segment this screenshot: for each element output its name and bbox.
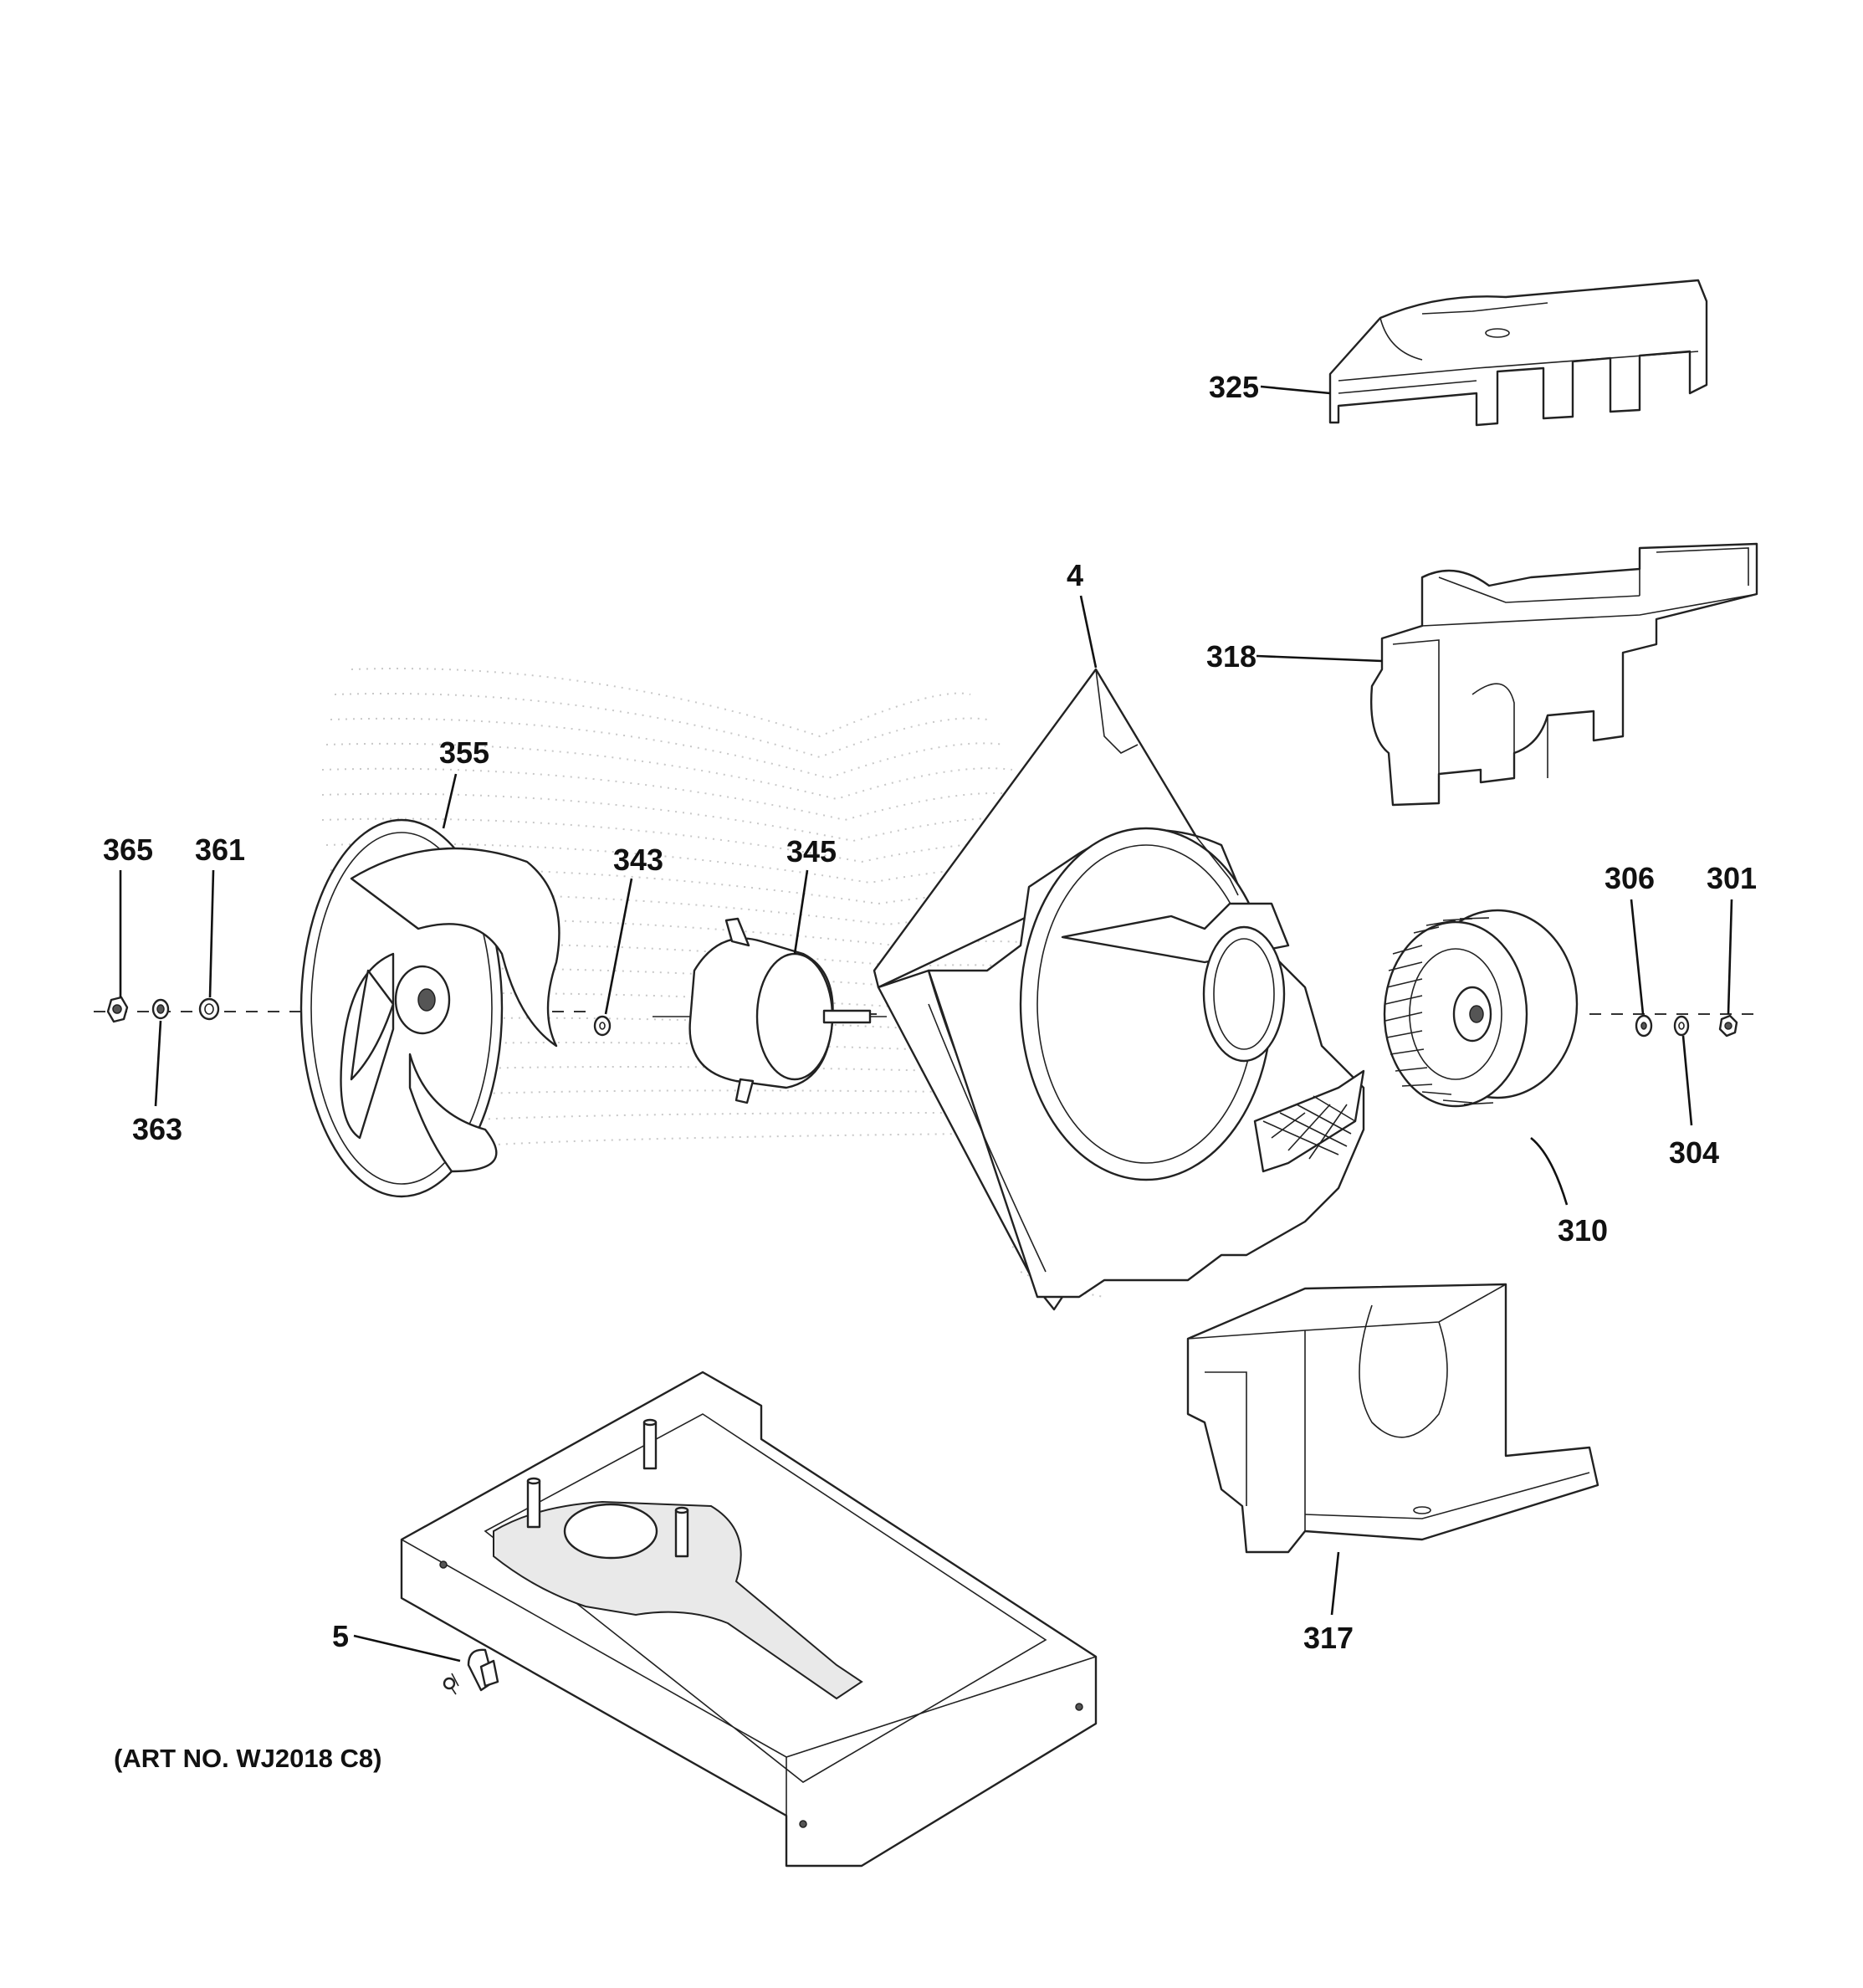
- callout-301: 301: [1707, 861, 1757, 895]
- callout-365: 365: [103, 833, 153, 867]
- base-pan: [400, 1371, 1098, 1868]
- part-318-scroll: [1370, 542, 1758, 807]
- hardware-right: [1635, 1014, 1738, 1038]
- hardware-left: [106, 996, 220, 1023]
- callout-306: 306: [1605, 861, 1655, 895]
- part-361-washer: [198, 997, 220, 1021]
- callout-325: 325: [1209, 370, 1259, 404]
- callout-318: 318: [1206, 639, 1257, 674]
- callout-labels: 325 318 4 355 365 361 343 345 363 306 30…: [103, 370, 1757, 1655]
- callout-310: 310: [1558, 1213, 1608, 1248]
- callout-355: 355: [439, 735, 489, 770]
- leader-lines: [119, 385, 1733, 1663]
- callout-304: 304: [1669, 1135, 1719, 1170]
- part-310-blower-wheel: [1383, 909, 1579, 1108]
- part-325-scroll-cover: [1328, 279, 1708, 427]
- art-number: (ART NO. WJ2018 C8): [114, 1744, 381, 1773]
- part-4-shroud: [873, 668, 1365, 1311]
- callout-345: 345: [786, 834, 837, 868]
- part-345-fan-motor: [653, 917, 887, 1104]
- part-317-base-duct: [1186, 1283, 1599, 1554]
- callout-363: 363: [132, 1112, 182, 1146]
- callout-5: 5: [332, 1619, 349, 1653]
- callout-343: 343: [613, 843, 663, 877]
- callout-361: 361: [195, 833, 245, 867]
- part-304-washer: [1673, 1015, 1690, 1037]
- callout-317: 317: [1303, 1621, 1354, 1655]
- part-355-fan-blade: [299, 818, 560, 1198]
- part-5-clamp: [443, 1648, 499, 1695]
- callout-4: 4: [1067, 558, 1083, 592]
- part-343-washer: [593, 1015, 612, 1037]
